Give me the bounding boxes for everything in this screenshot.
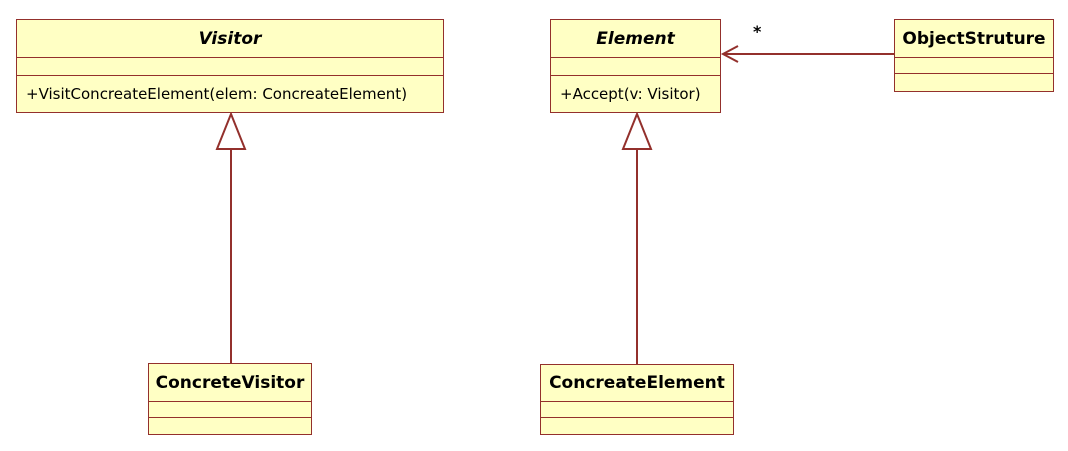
element-class[interactable]: Element +Accept(v: Visitor)	[550, 19, 721, 113]
generalization-arrowhead-visitor	[215, 111, 247, 150]
association-arrowhead-element	[720, 45, 739, 63]
visitor-operation: +VisitConcreateElement(elem: ConcreateEl…	[26, 84, 408, 103]
concretevisitor-class[interactable]: ConcreteVisitor	[148, 363, 312, 435]
objectstruture-attributes-section	[895, 58, 1053, 74]
objectstruture-class[interactable]: ObjectStruture	[894, 19, 1054, 92]
element-operation: +Accept(v: Visitor)	[560, 84, 701, 103]
concretevisitor-class-name: ConcreteVisitor	[149, 364, 311, 402]
concretevisitor-operations-section	[149, 418, 311, 433]
element-class-name: Element	[551, 20, 720, 58]
concretevisitor-attributes-section	[149, 402, 311, 418]
objectstruture-operations-section	[895, 74, 1053, 90]
generalization-arrowhead-element	[621, 111, 653, 150]
visitor-class[interactable]: Visitor +VisitConcreateElement(elem: Con…	[16, 19, 444, 113]
objectstruture-class-name: ObjectStruture	[895, 20, 1053, 58]
concreateelement-attributes-section	[541, 402, 733, 418]
association-multiplicity-label: *	[753, 22, 762, 41]
visitor-attributes-section	[17, 58, 443, 76]
concreateelement-class[interactable]: ConcreateElement	[540, 364, 734, 435]
element-attributes-section	[551, 58, 720, 76]
concreateelement-class-name: ConcreateElement	[541, 365, 733, 402]
visitor-class-name: Visitor	[17, 20, 443, 58]
concreateelement-operations-section	[541, 418, 733, 433]
